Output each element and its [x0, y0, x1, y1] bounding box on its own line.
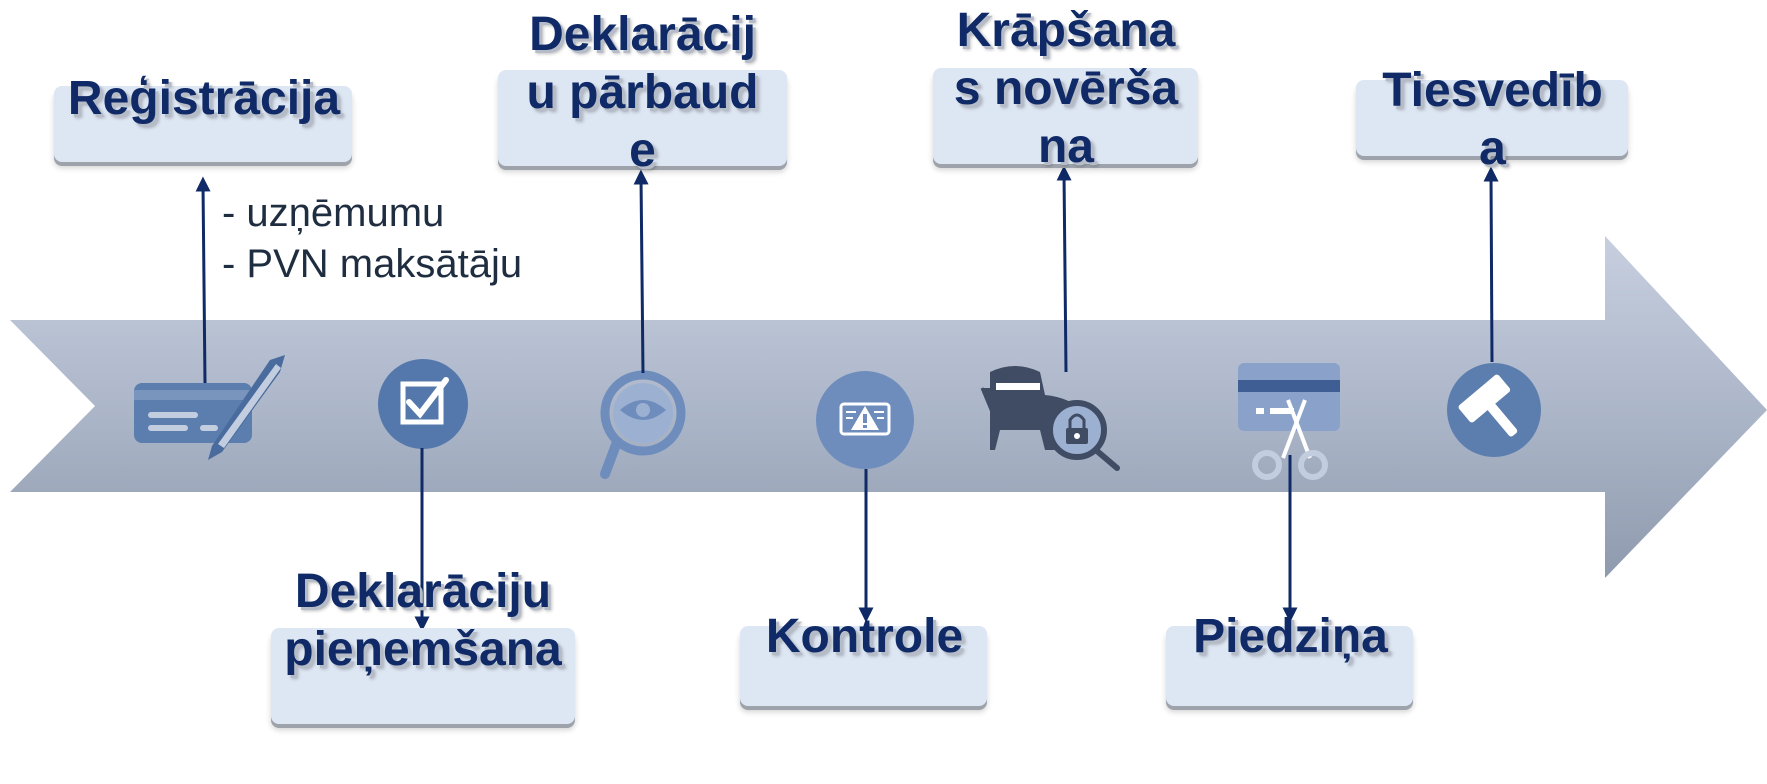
stage-label-tiesvediba: Tiesvedība	[1382, 64, 1603, 175]
stage-label-piedzina: Piedziņa	[1193, 610, 1388, 663]
stage-label-novershana: Krāpšanas novēršana	[953, 4, 1179, 173]
magnifier-eye-icon	[600, 370, 686, 479]
box-kontrole	[740, 626, 987, 706]
box-pienemsana	[271, 628, 575, 724]
connector-parbaude	[633, 169, 649, 374]
connector-tiesvediba	[1483, 166, 1499, 363]
box-registracija	[54, 86, 352, 162]
box-novershana	[933, 68, 1198, 164]
registration-note-companies: - uzņēmumu	[222, 191, 445, 235]
warning-screen-icon	[816, 371, 914, 469]
box-piedzina	[1166, 626, 1413, 706]
hacker-lock-icon	[980, 366, 1120, 471]
checkbox-circle-icon	[378, 359, 468, 449]
gavel-icon	[1447, 363, 1541, 457]
box-parbaude	[498, 70, 787, 166]
card-scissors-icon	[1238, 363, 1340, 480]
cheque-pen-icon	[134, 355, 285, 460]
stage-label-pienemsana: Deklarāciju pieņemšana	[284, 565, 562, 676]
stage-label-kontrole: Kontrole	[765, 610, 964, 663]
stage-label-registracija: Reģistrācija	[67, 72, 341, 125]
stage-label-parbaude: Deklarāciju pārbaude	[526, 8, 759, 177]
connector-registracija	[195, 176, 211, 384]
box-tiesvediba	[1356, 80, 1628, 156]
registration-note-vat-payers: - PVN maksātāju	[222, 242, 523, 286]
connector-lines	[195, 165, 1499, 632]
connector-novershana	[1056, 165, 1072, 373]
